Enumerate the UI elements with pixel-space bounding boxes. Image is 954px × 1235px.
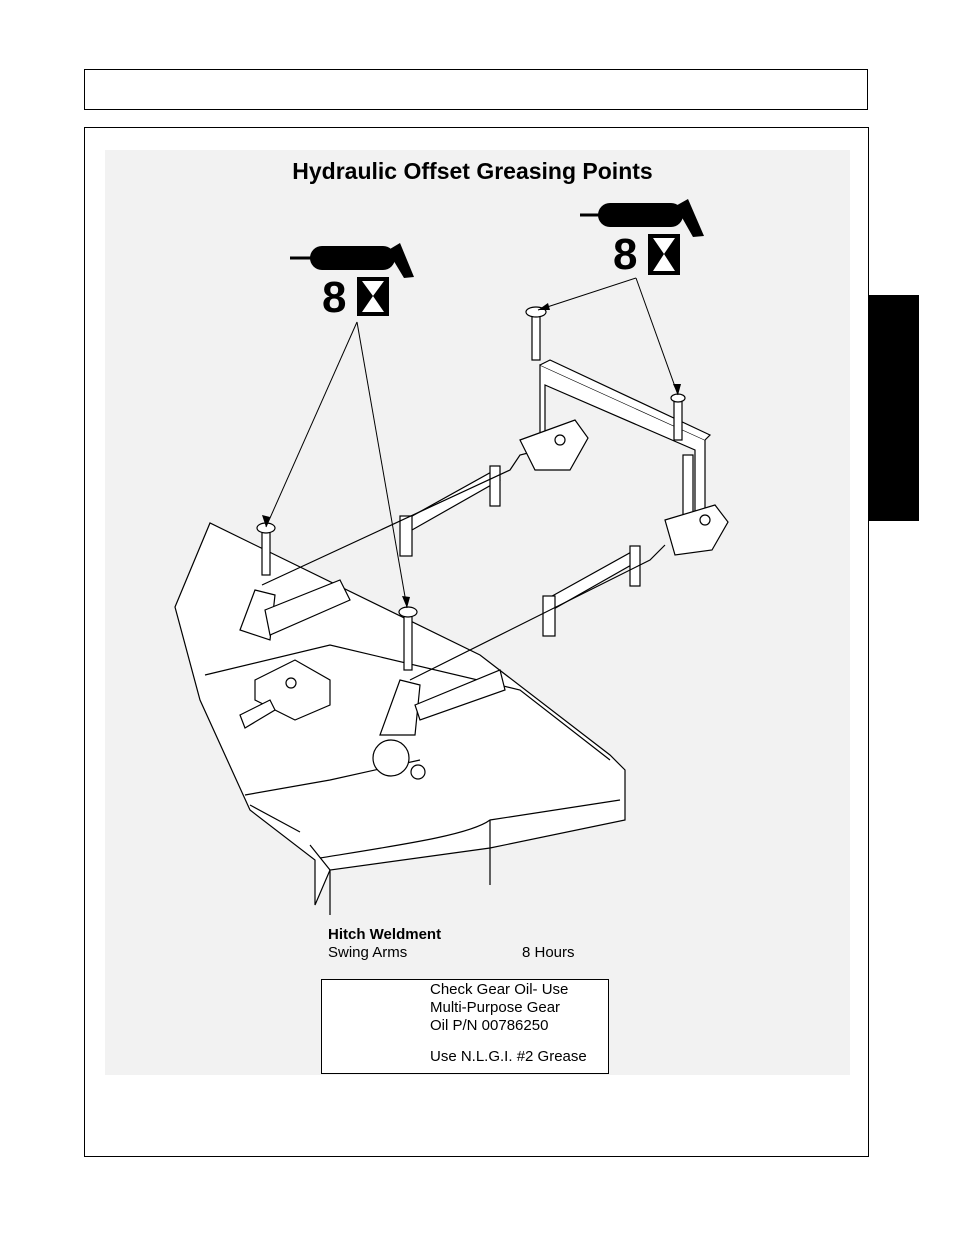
hourglass-icon xyxy=(357,277,389,316)
hitch-weldment xyxy=(520,360,728,555)
legend-gear-oil-line: Check Gear Oil- Use xyxy=(430,981,568,998)
legend-gear-oil-line: Oil P/N 00786250 xyxy=(430,1017,548,1034)
caption-item: Swing Arms xyxy=(328,944,407,961)
caption-heading: Hitch Weldment xyxy=(328,926,441,943)
figure-title: Hydraulic Offset Greasing Points xyxy=(105,158,840,185)
grease-gun-icon xyxy=(290,243,414,278)
hourglass-icon xyxy=(648,234,680,275)
grease-gun-icon xyxy=(580,199,704,237)
interval-hours-number: 8 xyxy=(613,233,637,277)
legend-gear-oil-line: Multi-Purpose Gear xyxy=(430,999,560,1016)
leader-lines xyxy=(266,278,678,608)
caption-interval: 8 Hours xyxy=(522,944,575,961)
interval-hours-number: 8 xyxy=(322,276,346,320)
legend-grease-text: Use N.L.G.I. #2 Grease xyxy=(430,1048,587,1065)
